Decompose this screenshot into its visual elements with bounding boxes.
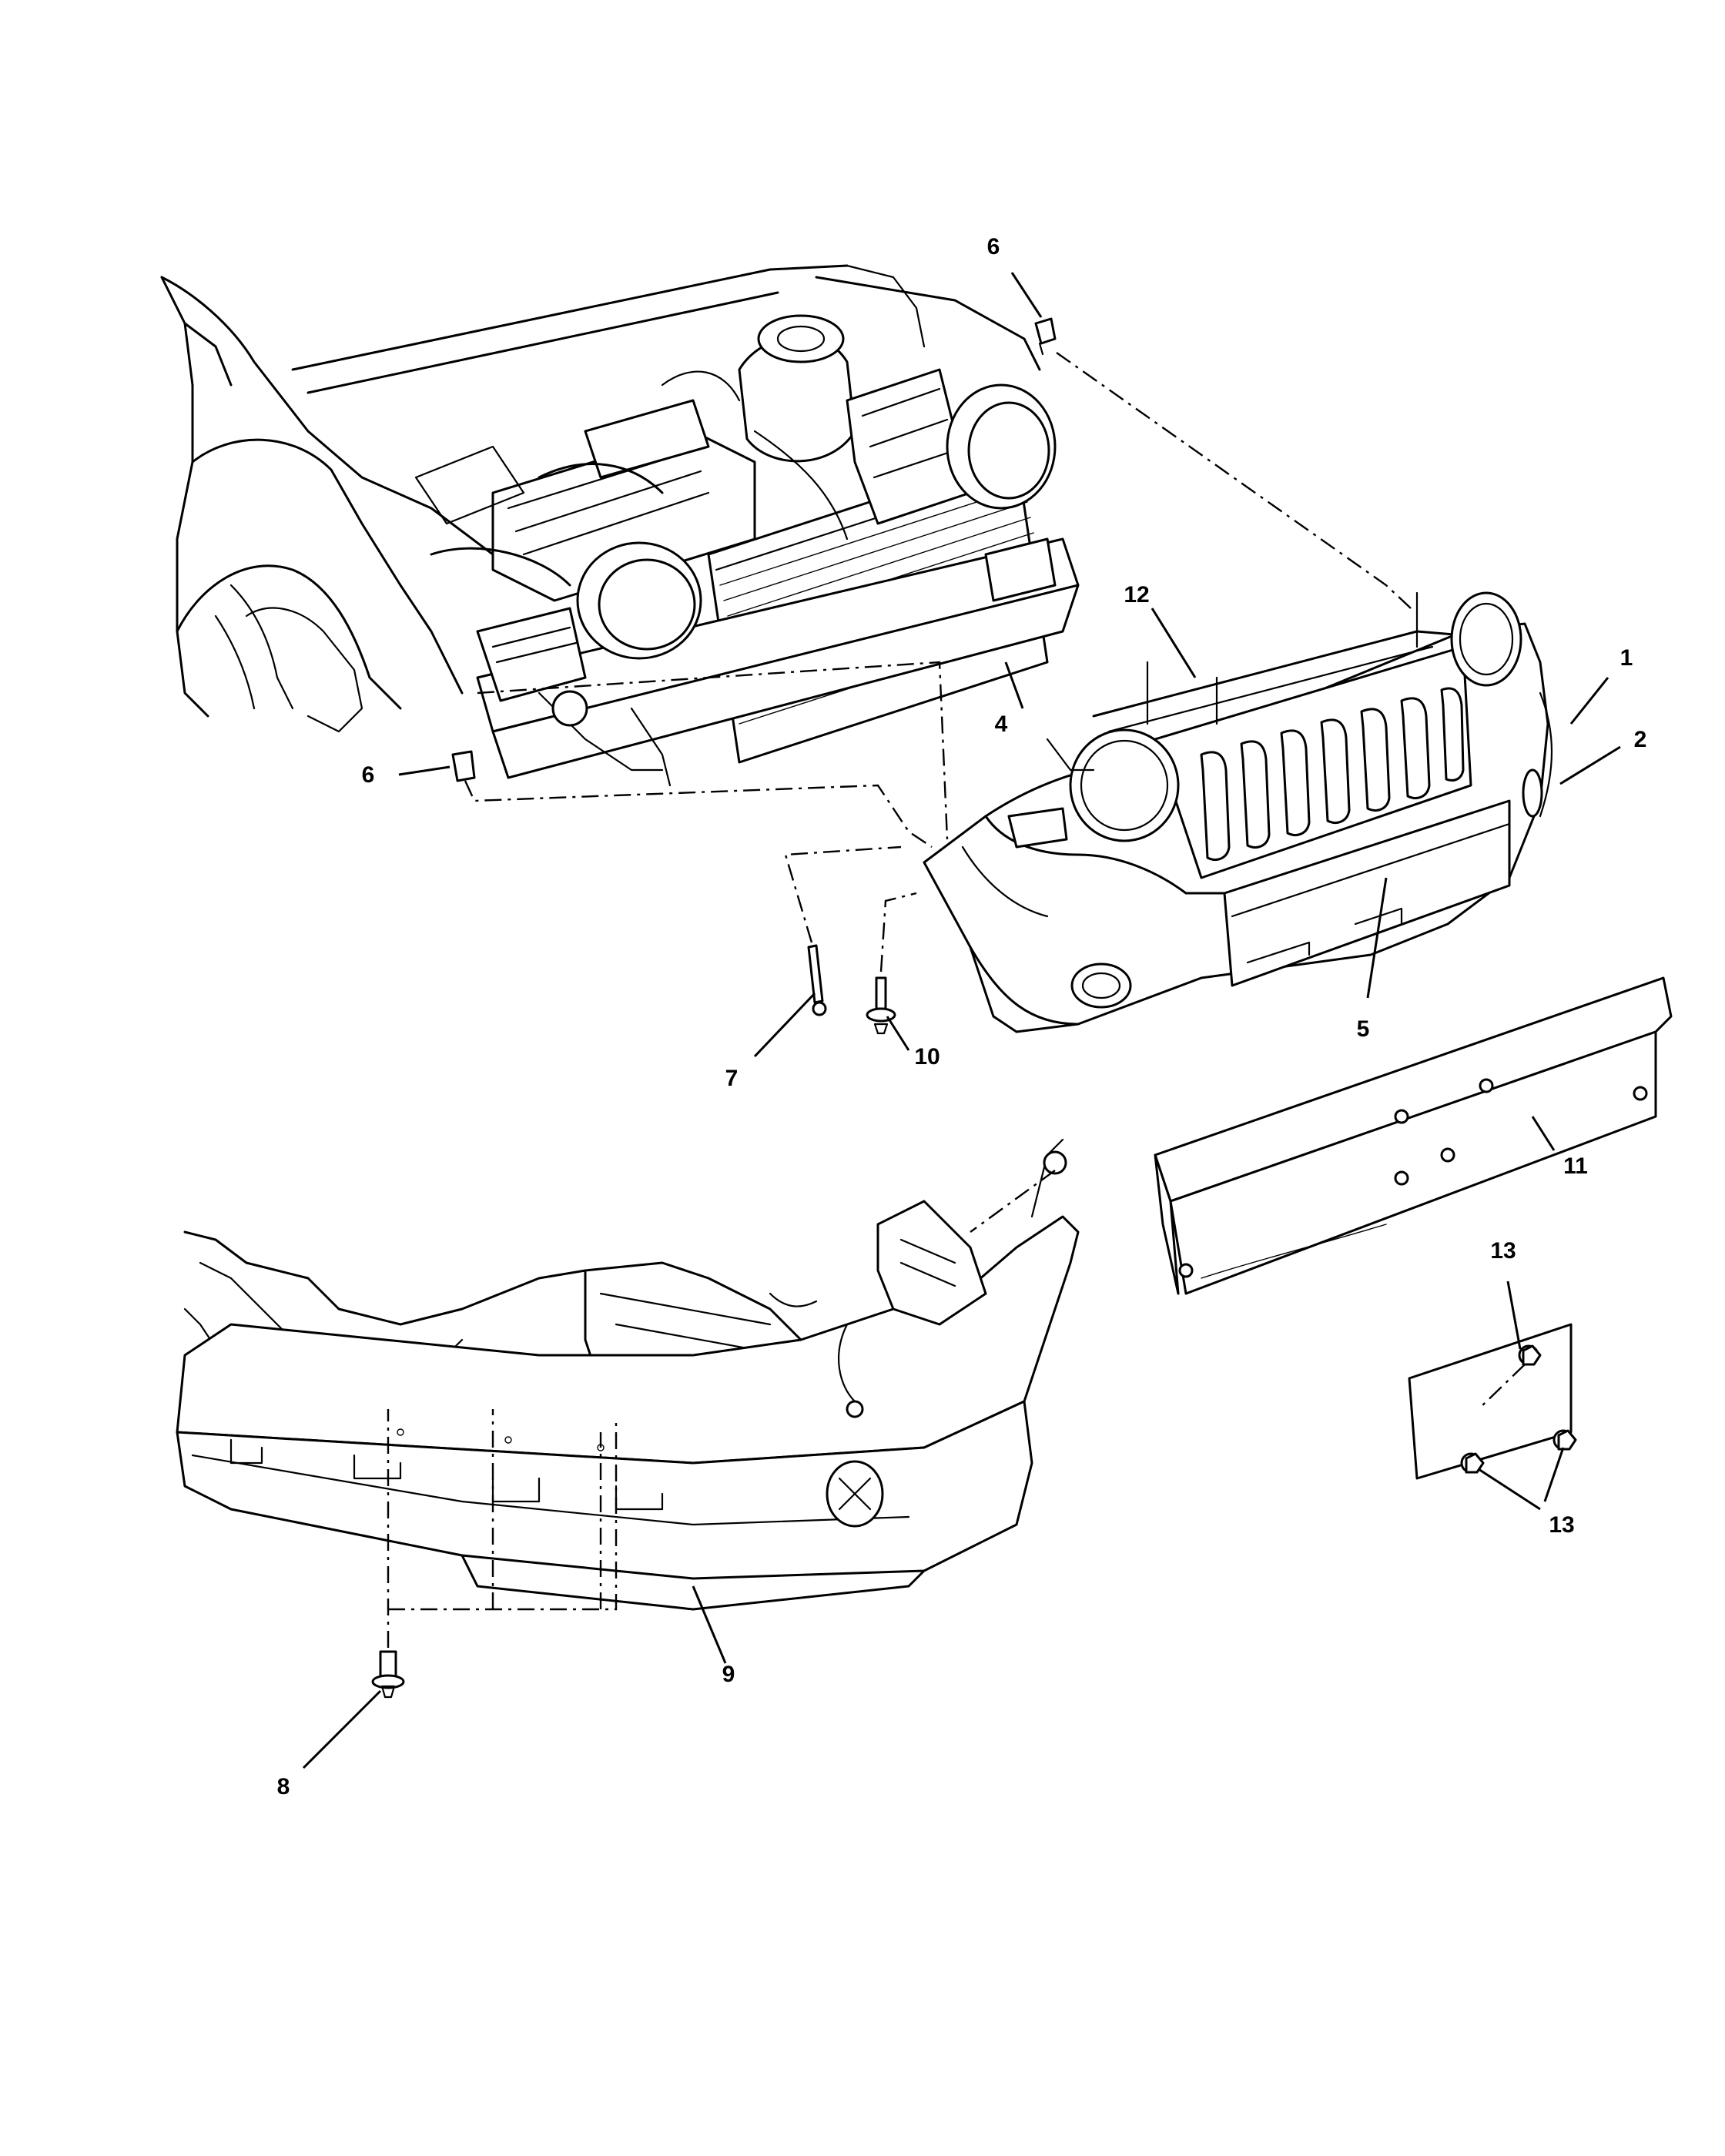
engine-bay-assembly xyxy=(160,264,1080,787)
callout-5: 5 xyxy=(1357,1016,1370,1042)
callout-6-top: 6 xyxy=(987,234,1000,259)
callout-8: 8 xyxy=(277,1774,290,1799)
leader-lines xyxy=(302,272,1621,1769)
callout-13-bottom: 13 xyxy=(1549,1512,1574,1538)
callout-1: 1 xyxy=(1620,645,1633,671)
callout-6-left: 6 xyxy=(362,762,375,788)
impact-absorber xyxy=(1154,976,1673,1295)
callout-7: 7 xyxy=(725,1066,739,1091)
callout-13-top: 13 xyxy=(1490,1238,1516,1264)
callout-2: 2 xyxy=(1634,727,1647,752)
underbody-air-dam xyxy=(176,1138,1080,1611)
license-bracket xyxy=(1408,1323,1574,1480)
callout-12: 12 xyxy=(1124,582,1149,608)
callout-4: 4 xyxy=(995,711,1008,737)
front-fascia-assembly xyxy=(923,591,1553,1033)
callout-9: 9 xyxy=(722,1662,735,1687)
grille-slots xyxy=(1200,687,1465,861)
installation-lines xyxy=(387,352,1526,1648)
callout-labels: 1 2 4 5 6 6 7 8 9 10 11 12 13 13 xyxy=(277,234,1647,1799)
fasteners xyxy=(371,317,1577,1699)
callout-10: 10 xyxy=(914,1044,940,1070)
callout-11: 11 xyxy=(1563,1153,1588,1179)
